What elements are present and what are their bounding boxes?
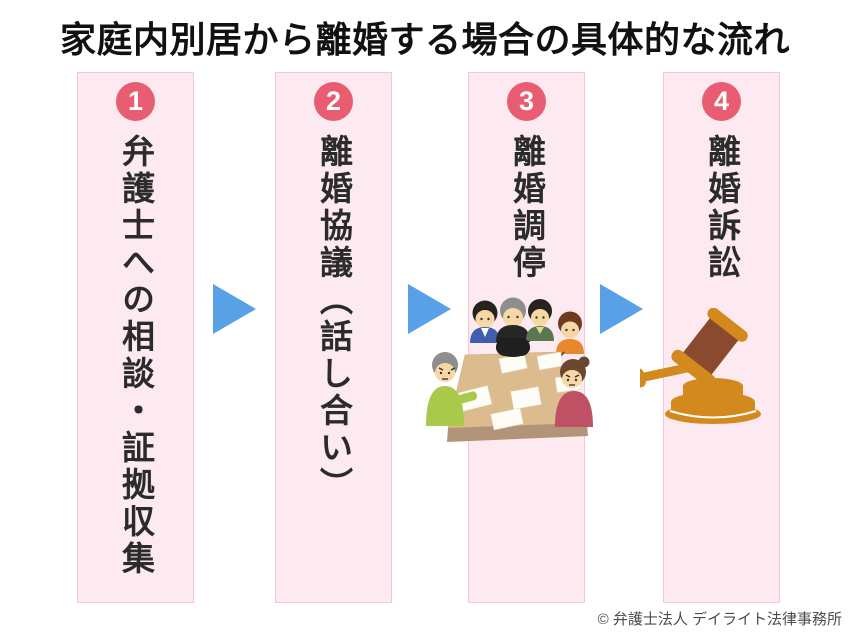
step-number-badge-1: 1 xyxy=(116,82,155,121)
person-green-vest-woman xyxy=(526,299,554,341)
mediation-table-illustration xyxy=(426,297,593,442)
step-column-2: 2 離婚協議（話し合い） xyxy=(275,72,392,603)
table-front-edge xyxy=(447,423,588,442)
person-blue-suit xyxy=(470,300,500,343)
person-elder-mediator xyxy=(496,297,530,342)
step-label-4: 離婚訴訟 xyxy=(703,134,741,282)
step-number-badge-3: 3 xyxy=(507,82,546,121)
folded-arms xyxy=(496,338,530,357)
step-number-badge-4: 4 xyxy=(702,82,741,121)
person-red-top-front xyxy=(555,356,593,427)
arrow-right-icon-2 xyxy=(408,284,451,334)
step-label-1: 弁護士への相談・証拠収集 xyxy=(117,134,155,578)
paper-sheets xyxy=(457,351,582,431)
arrow-right-icon-1 xyxy=(213,284,256,334)
gavel-icon xyxy=(640,308,761,424)
step-label-2: 離婚協議（話し合い） xyxy=(315,134,353,504)
person-orange-shirt xyxy=(556,311,584,361)
gavel-head xyxy=(671,308,748,388)
page-title: 家庭内別居から離婚する場合の具体的な流れ xyxy=(59,19,790,60)
step-column-1: 1 弁護士への相談・証拠収集 xyxy=(77,72,194,603)
arrow-right-icon-3 xyxy=(600,284,643,334)
step-label-3: 離婚調停 xyxy=(508,134,546,282)
step-number-badge-2: 2 xyxy=(314,82,353,121)
copyright-notice: © 弁護士法人 デイライト法律事務所 xyxy=(597,611,842,628)
gavel-base xyxy=(665,378,761,424)
person-green-shirt-front xyxy=(426,352,478,426)
